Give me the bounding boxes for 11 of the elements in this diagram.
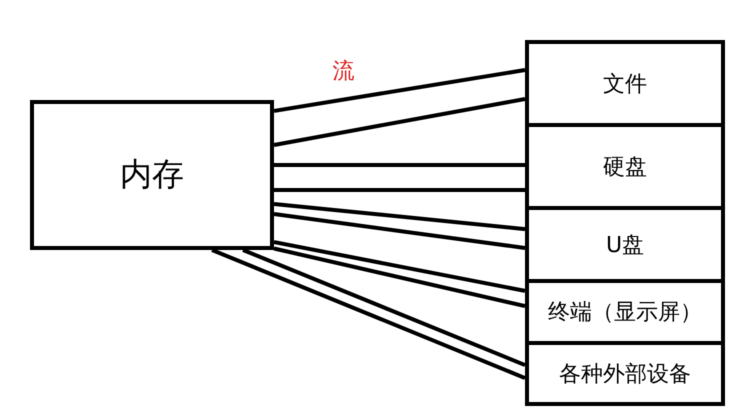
connector-line	[274, 212, 526, 250]
connector-line	[274, 246, 526, 308]
connector-line	[274, 188, 525, 192]
connector-line	[274, 240, 526, 293]
connector-line	[211, 248, 526, 380]
connector-line	[274, 97, 526, 147]
connector-line	[274, 202, 526, 232]
connector-line	[242, 248, 526, 367]
connector-line	[274, 162, 525, 168]
memory-box: 内存	[30, 100, 274, 250]
connector-line	[274, 68, 526, 113]
